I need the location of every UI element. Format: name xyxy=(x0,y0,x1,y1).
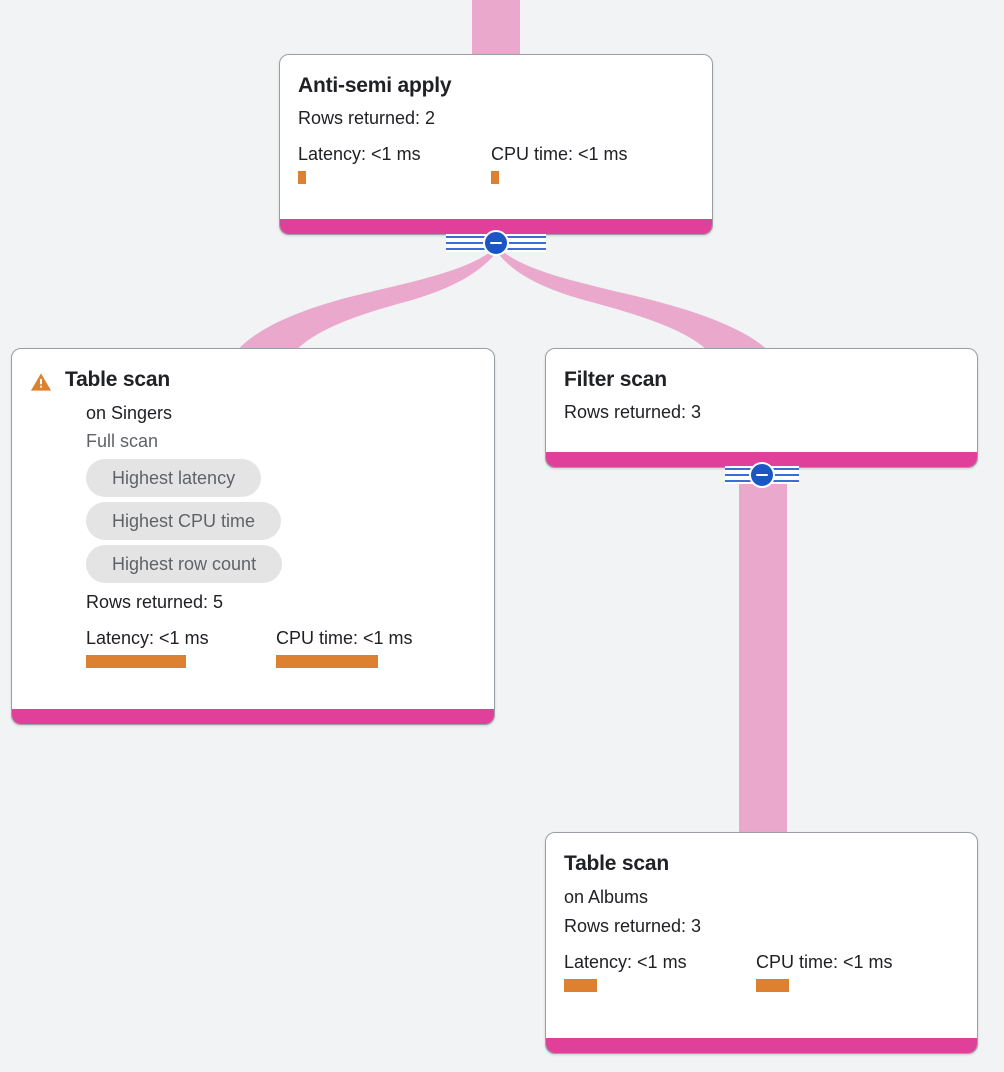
metric-latency-label: Latency: <1 ms xyxy=(298,144,421,164)
plan-node-filter-scan[interactable]: Filter scan Rows returned: 3 xyxy=(545,348,978,468)
node-title-row: Anti-semi apply xyxy=(298,73,694,99)
node-footer-bar xyxy=(546,452,977,467)
rows-returned: Rows returned: 2 xyxy=(298,108,436,128)
chip-highest-row-count[interactable]: Highest row count xyxy=(86,545,283,583)
chip-highest-latency[interactable]: Highest latency xyxy=(86,459,262,497)
metric-latency: Latency: <1 ms xyxy=(298,143,491,184)
node-footer-bar xyxy=(12,709,494,724)
node-body: Filter scan Rows returned: 3 xyxy=(546,349,977,467)
rows-returned: Rows returned: 3 xyxy=(564,916,702,936)
edge-ribbon-to-filter-scan xyxy=(497,250,775,358)
metric-latency: Latency: <1 ms xyxy=(86,627,276,668)
rows-returned: Rows returned: 5 xyxy=(86,592,224,612)
metric-cpu-time-bar xyxy=(276,655,378,668)
metric-cpu-time-bar xyxy=(491,171,499,184)
metric-latency-label: Latency: <1 ms xyxy=(86,628,209,648)
plan-node-table-scan-singers[interactable]: Table scan on Singers Full scan Highest … xyxy=(11,348,495,725)
metric-latency-bar xyxy=(564,979,597,992)
node-title-row: Filter scan xyxy=(564,367,959,393)
metric-cpu-time-label: CPU time: <1 ms xyxy=(276,628,413,648)
node-footer-bar xyxy=(280,219,712,234)
minus-glyph xyxy=(490,241,502,245)
node-subtitle-block: on Singers Full scan Highest latency Hig… xyxy=(86,399,476,668)
node-footer-bar xyxy=(546,1038,977,1053)
node-title-row: Table scan xyxy=(30,367,476,393)
node-body: Table scan on Singers Full scan Highest … xyxy=(12,349,494,724)
metric-cpu-time-label: CPU time: <1 ms xyxy=(491,144,628,164)
warning-triangle-icon xyxy=(30,373,52,391)
plan-node-table-scan-albums[interactable]: Table scan on Albums Rows returned: 3 La… xyxy=(545,832,978,1054)
collapse-minus-icon[interactable] xyxy=(483,230,509,256)
node-title: Table scan xyxy=(65,368,170,391)
metric-cpu-time-bar xyxy=(756,979,789,992)
node-metrics: Latency: <1 ms CPU time: <1 ms xyxy=(298,143,694,184)
node-title: Anti-semi apply xyxy=(298,74,452,97)
minus-glyph xyxy=(756,473,768,477)
plan-node-anti-semi-apply[interactable]: Anti-semi apply Rows returned: 2 Latency… xyxy=(279,54,713,235)
edge-ribbon-filter-to-albums xyxy=(739,470,787,844)
metric-latency-bar xyxy=(86,655,186,668)
node-subtitle: on Albums xyxy=(564,887,649,907)
metric-cpu-time: CPU time: <1 ms xyxy=(756,951,893,992)
node-title: Table scan xyxy=(564,852,669,875)
metric-latency-label: Latency: <1 ms xyxy=(564,952,687,972)
node-title: Filter scan xyxy=(564,368,667,391)
node-title-row: Table scan xyxy=(564,851,959,877)
chip-highest-cpu-time[interactable]: Highest CPU time xyxy=(86,502,282,540)
metric-cpu-time: CPU time: <1 ms xyxy=(276,627,413,668)
node-body: Table scan on Albums Rows returned: 3 La… xyxy=(546,833,977,1053)
node-body: Anti-semi apply Rows returned: 2 Latency… xyxy=(280,55,712,234)
toggle-filter-scan[interactable] xyxy=(725,461,799,489)
node-metrics: Latency: <1 ms CPU time: <1 ms xyxy=(86,627,476,668)
toggle-anti-semi-apply[interactable] xyxy=(446,229,546,257)
node-chips: Highest latency Highest CPU time Highest… xyxy=(86,459,476,583)
metric-latency: Latency: <1 ms xyxy=(564,951,756,992)
node-scan-type: Full scan xyxy=(86,431,159,451)
collapse-minus-icon[interactable] xyxy=(749,462,775,488)
node-subtitle: on Singers xyxy=(86,403,173,423)
rows-returned: Rows returned: 3 xyxy=(564,402,702,422)
metric-cpu-time-label: CPU time: <1 ms xyxy=(756,952,893,972)
edge-ribbon-incoming xyxy=(472,0,520,58)
metric-latency-bar xyxy=(298,171,306,184)
edge-ribbon-to-table-scan-singers xyxy=(231,250,497,358)
metric-cpu-time: CPU time: <1 ms xyxy=(491,143,628,184)
node-metrics: Latency: <1 ms CPU time: <1 ms xyxy=(564,951,959,992)
